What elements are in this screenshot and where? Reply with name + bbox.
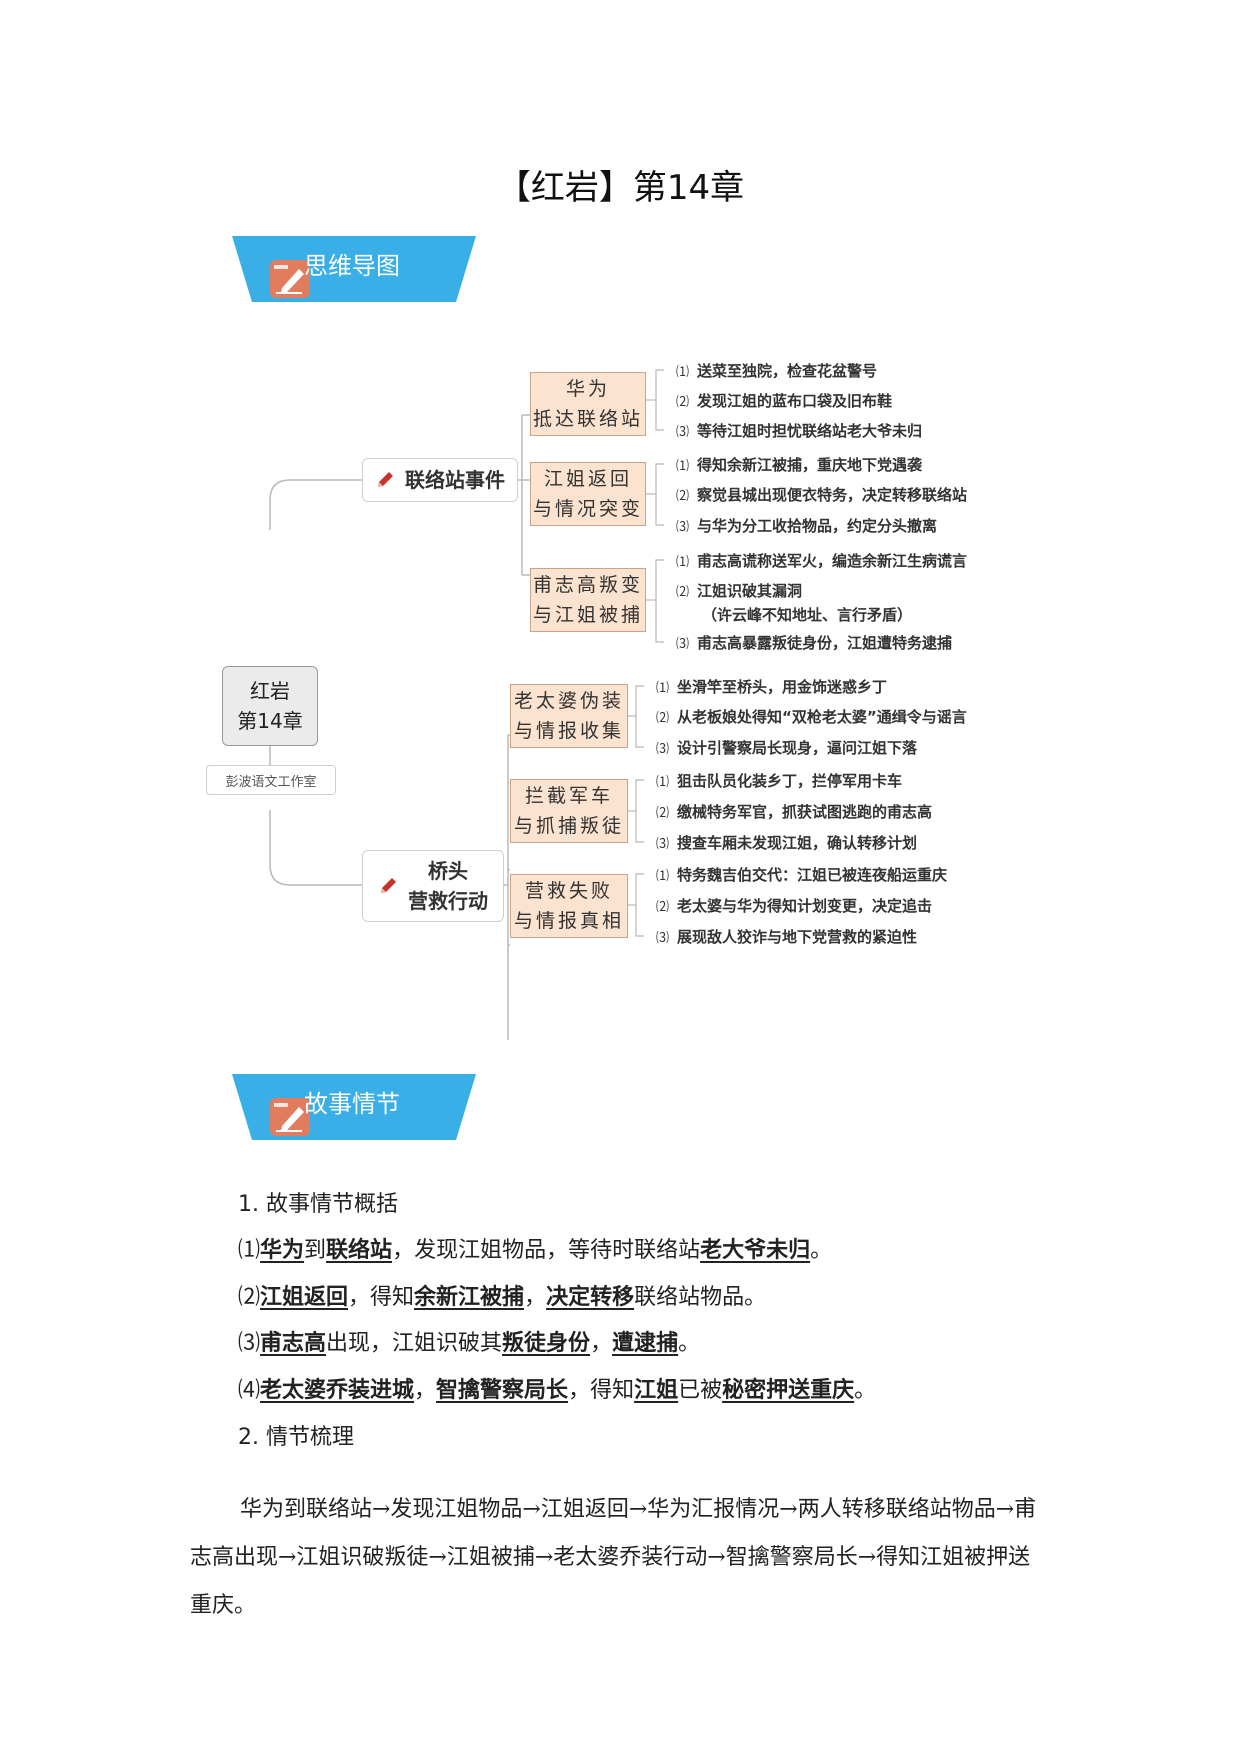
group-label-line: 与情报真相 bbox=[513, 910, 624, 932]
leaf-item: ⑶等待江姐时担忧联络站老大爷未归 bbox=[676, 422, 923, 440]
summary-item-2: ⑵江姐返回，得知余新江被捕，决定转移联络站物品。 bbox=[238, 1285, 767, 1310]
root-line-1: 红岩 bbox=[250, 679, 290, 703]
leaf-item: ⑶设计引警察局长现身，逼问江姐下落 bbox=[656, 739, 918, 757]
leaf-item: ⑶与华为分工收拾物品，约定分头撤离 bbox=[676, 517, 938, 535]
branch-bridge-rescue: 桥头 营救行动 bbox=[362, 850, 504, 922]
group-label-line: 与情况突变 bbox=[532, 498, 643, 520]
summary-item-1: ⑴华为到联络站，发现江姐物品，等待时联络站老大爷未归。 bbox=[238, 1238, 833, 1263]
story-heading-summary: 1. 故事情节概括 bbox=[238, 1192, 398, 1217]
leaf-item: ⑴送菜至独院，检查花盆警号 bbox=[676, 362, 878, 380]
group-label-line: 甫志高叛变 bbox=[532, 574, 643, 596]
leaf-item: ⑴得知余新江被捕，重庆地下党遇袭 bbox=[676, 456, 923, 474]
banner-label: 思维导图 bbox=[304, 252, 400, 280]
banner-label: 故事情节 bbox=[304, 1090, 400, 1118]
leaf-item: ⑵从老板娘处得知“双枪老太婆”通缉令与谣言 bbox=[656, 708, 967, 726]
leaf-item: ⑴狙击队员化装乡丁，拦停军用卡车 bbox=[656, 772, 903, 790]
group-node: 华为 抵达联络站 bbox=[530, 372, 646, 436]
story-heading-outline: 2. 情节梳理 bbox=[238, 1425, 354, 1450]
group-node: 甫志高叛变 与江姐被捕 bbox=[530, 568, 646, 632]
summary-item-3: ⑶甫志高出现，江姐识破其叛徒身份，遭逮捕。 bbox=[238, 1331, 701, 1356]
group-node: 老太婆伪装 与情报收集 bbox=[510, 684, 628, 748]
group-label-line: 江姐返回 bbox=[543, 468, 632, 490]
pencil-icon bbox=[381, 878, 396, 893]
mind-map-root: 红岩 第14章 bbox=[222, 666, 318, 746]
branch-liaison-station: 联络站事件 bbox=[362, 458, 518, 502]
leaf-item: ⑶甫志高暴露叛徒身份，江姐遭特务逮捕 bbox=[676, 634, 953, 652]
leaf-note: （许云峰不知地址、言行矛盾） bbox=[702, 606, 913, 624]
section-banner-story: 故事情节 bbox=[232, 1074, 476, 1140]
leaf-item: ⑶展现敌人狡诈与地下党营救的紧迫性 bbox=[656, 928, 918, 946]
plot-flow-paragraph: 华为到联络站→发现江姐物品→江姐返回→华为汇报情况→两人转移联络站物品→甫志高出… bbox=[190, 1497, 1037, 1618]
group-label-line: 营救失败 bbox=[524, 880, 613, 902]
group-label-line: 抵达联络站 bbox=[532, 408, 643, 430]
root-line-2: 第14章 bbox=[237, 709, 303, 733]
studio-label: 彭波语文工作室 bbox=[206, 765, 336, 795]
group-node: 营救失败 与情报真相 bbox=[510, 874, 628, 938]
leaf-item: ⑵江姐识破其漏洞 bbox=[676, 582, 803, 600]
branch-label-line: 联络站事件 bbox=[405, 468, 505, 492]
group-label-line: 与情报收集 bbox=[513, 720, 624, 742]
leaf-item: ⑵察觉县城出现便衣特务，决定转移联络站 bbox=[676, 486, 968, 504]
mind-map: 红岩 第14章 彭波语文工作室 联络站事件 桥头 营救行动 华为 抵达联络站 江… bbox=[190, 360, 1070, 1050]
branch-label-line: 营救行动 bbox=[408, 889, 488, 913]
leaf-item: ⑵老太婆与华为得知计划变更，决定追击 bbox=[656, 897, 933, 915]
document-title: 【红岩】第14章 bbox=[496, 168, 745, 208]
group-node: 拦截军车 与抓捕叛徒 bbox=[510, 779, 628, 843]
section-banner-mindmap: 思维导图 bbox=[232, 236, 476, 302]
leaf-item: ⑴坐滑竿至桥头，用金饰迷惑乡丁 bbox=[656, 678, 888, 696]
summary-item-4: ⑷老太婆乔装进城，智擒警察局长，得知江姐已被秘密押送重庆。 bbox=[238, 1378, 877, 1403]
edit-icon bbox=[270, 1098, 310, 1136]
group-label-line: 与抓捕叛徒 bbox=[513, 815, 624, 837]
leaf-item: ⑴特务魏吉伯交代：江姐已被连夜船运重庆 bbox=[656, 866, 948, 884]
pencil-icon bbox=[378, 472, 393, 487]
leaf-item: ⑴甫志高谎称送军火，编造余新江生病谎言 bbox=[676, 552, 968, 570]
leaf-item: ⑵发现江姐的蓝布口袋及旧布鞋 bbox=[676, 392, 893, 410]
group-label-line: 与江姐被捕 bbox=[532, 604, 643, 626]
edit-icon bbox=[270, 260, 310, 298]
group-label-line: 拦截军车 bbox=[524, 785, 613, 807]
group-label-line: 华为 bbox=[565, 378, 610, 400]
mind-map-connectors bbox=[269, 369, 664, 1040]
leaf-item: ⑶搜查车厢未发现江姐，确认转移计划 bbox=[656, 834, 918, 852]
group-label-line: 老太婆伪装 bbox=[513, 690, 624, 712]
group-node: 江姐返回 与情况突变 bbox=[530, 462, 646, 526]
leaf-item: ⑵缴械特务军官，抓获试图逃跑的甫志高 bbox=[656, 803, 933, 821]
branch-label-line: 桥头 bbox=[428, 859, 468, 883]
